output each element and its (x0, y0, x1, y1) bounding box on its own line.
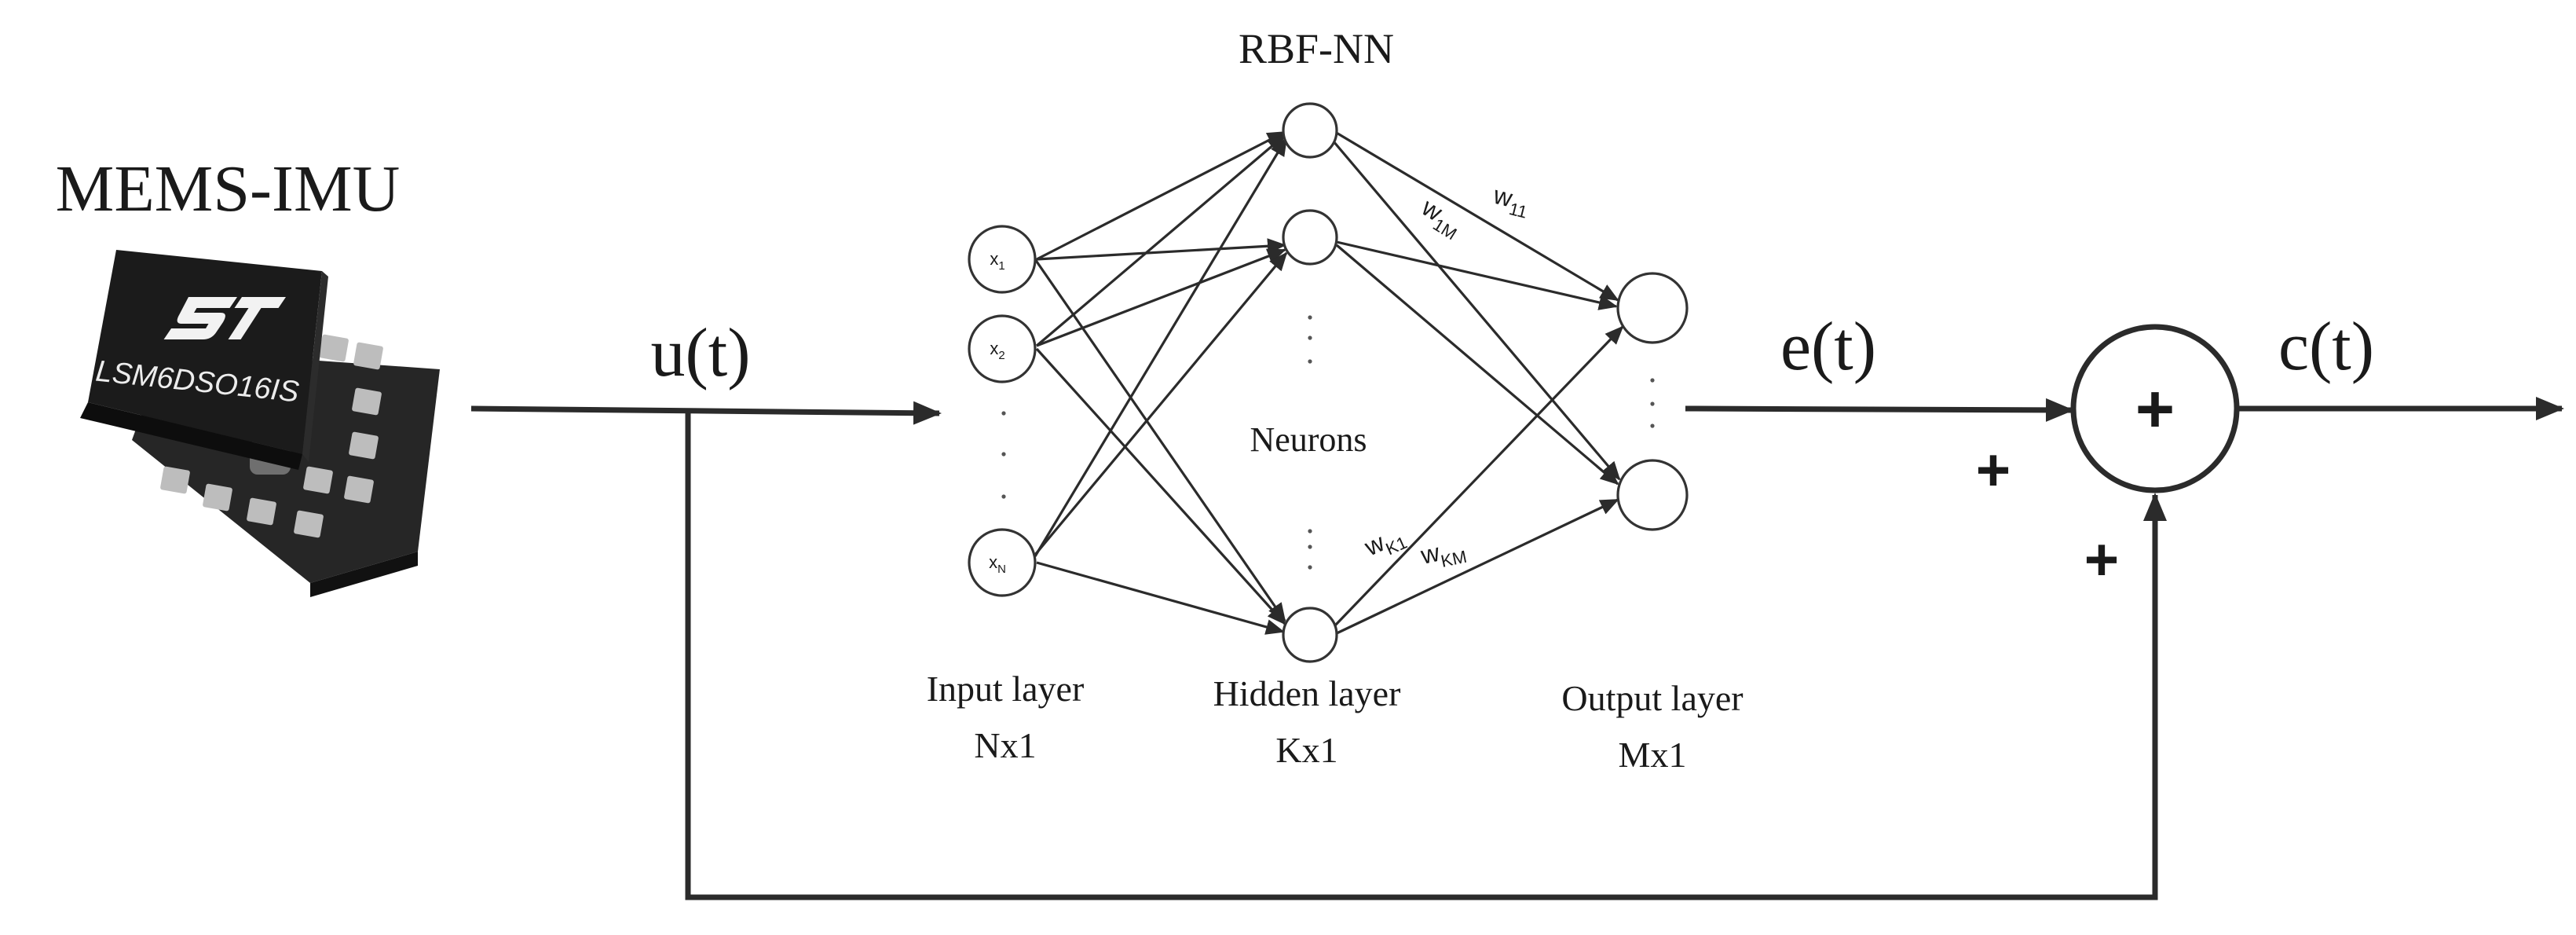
connection-hK-oM (1336, 498, 1619, 635)
input-ellipsis-dot (1001, 411, 1006, 416)
output-node-m (1616, 459, 1689, 531)
input-ellipsis-dot (1001, 452, 1006, 456)
output-layer-nodes (1616, 272, 1689, 531)
hidden-ellipsis-dot (1308, 565, 1312, 570)
feedback-input-sign: + (2084, 526, 2119, 593)
input-ellipsis-dot (1001, 494, 1006, 499)
svg-text:xN: xN (989, 552, 1006, 576)
hidden-ellipsis-dot (1308, 359, 1312, 364)
input-layer-size: Nx1 (974, 725, 1036, 765)
hidden-ellipsis-dot (1308, 315, 1312, 320)
chip-pads (160, 334, 383, 538)
error-signal-arrow (1685, 398, 2074, 422)
error-signal-label: e(t) (1780, 309, 1876, 385)
connection-h2-oM (1335, 244, 1619, 486)
hidden-layer-nodes (1282, 102, 1338, 663)
connection-x2-h1 (1035, 134, 1286, 347)
summing-junction: + (2070, 324, 2240, 493)
connection-xN-h2 (1034, 251, 1288, 556)
connection-x1-hK (1034, 258, 1286, 622)
hidden-layer-name: Hidden layer (1213, 673, 1401, 713)
error-input-sign: + (1976, 437, 2011, 504)
hidden-ellipsis-dot (1308, 544, 1312, 549)
hidden-node-k (1282, 607, 1338, 663)
input-signal-arrow (470, 401, 942, 425)
output-ellipsis-dot (1650, 424, 1655, 428)
mems-imu-chip-icon: LSM6DSO16IS (80, 250, 440, 597)
output-ellipsis-dot (1650, 378, 1655, 383)
output-node-1 (1616, 272, 1689, 344)
connection-x1-h2 (1036, 238, 1286, 261)
hidden-node-1 (1282, 102, 1338, 159)
output-layer-name: Output layer (1561, 678, 1743, 718)
connection-h1-oM (1332, 140, 1621, 481)
svg-text:x2: x2 (990, 339, 1004, 362)
connection-x2-h2 (1036, 248, 1286, 347)
svg-text:x1: x1 (990, 249, 1004, 273)
feedback-path (685, 409, 2158, 900)
output-signal-label: c(t) (2278, 309, 2374, 385)
weight-label-wK1: wK1 (1359, 519, 1410, 566)
connection-x2-hK (1035, 347, 1286, 625)
input-node-xN: xN (968, 528, 1037, 597)
ellipsis-dots (1001, 315, 1655, 570)
weight-label-wKM: wKM (1418, 533, 1469, 575)
connection-hK-o1 (1334, 325, 1624, 627)
connection-x1-h1 (1036, 130, 1286, 261)
connection-xN-hK (1036, 561, 1285, 635)
input-node-x2: x2 (968, 314, 1037, 383)
device-heading: MEMS-IMU (56, 152, 401, 226)
output-layer-size: Mx1 (1619, 735, 1687, 775)
hidden-node-2 (1282, 209, 1338, 266)
input-node-x1: x1 (968, 225, 1037, 294)
summing-symbol: + (2135, 372, 2175, 447)
hidden-ellipsis-dot (1308, 529, 1312, 534)
input-signal-label: u(t) (650, 315, 750, 391)
output-ellipsis-dot (1650, 402, 1655, 406)
input-layer-nodes: x1 x2 xN (968, 225, 1037, 597)
input-layer-name: Input layer (927, 669, 1085, 709)
connection-h2-o1 (1336, 240, 1618, 310)
connection-h1-o1 (1334, 130, 1619, 302)
hidden-ellipsis-dot (1308, 336, 1312, 340)
network-connections (1034, 130, 1624, 635)
st-logo-icon (163, 297, 286, 339)
hidden-layer-size: Kx1 (1275, 730, 1337, 770)
connection-xN-h1 (1034, 137, 1288, 557)
neurons-caption: Neurons (1250, 420, 1367, 459)
weight-label-w1M: w1M (1414, 192, 1468, 244)
weight-label-w11: w11 (1489, 181, 1533, 222)
network-title: RBF-NN (1239, 25, 1394, 72)
